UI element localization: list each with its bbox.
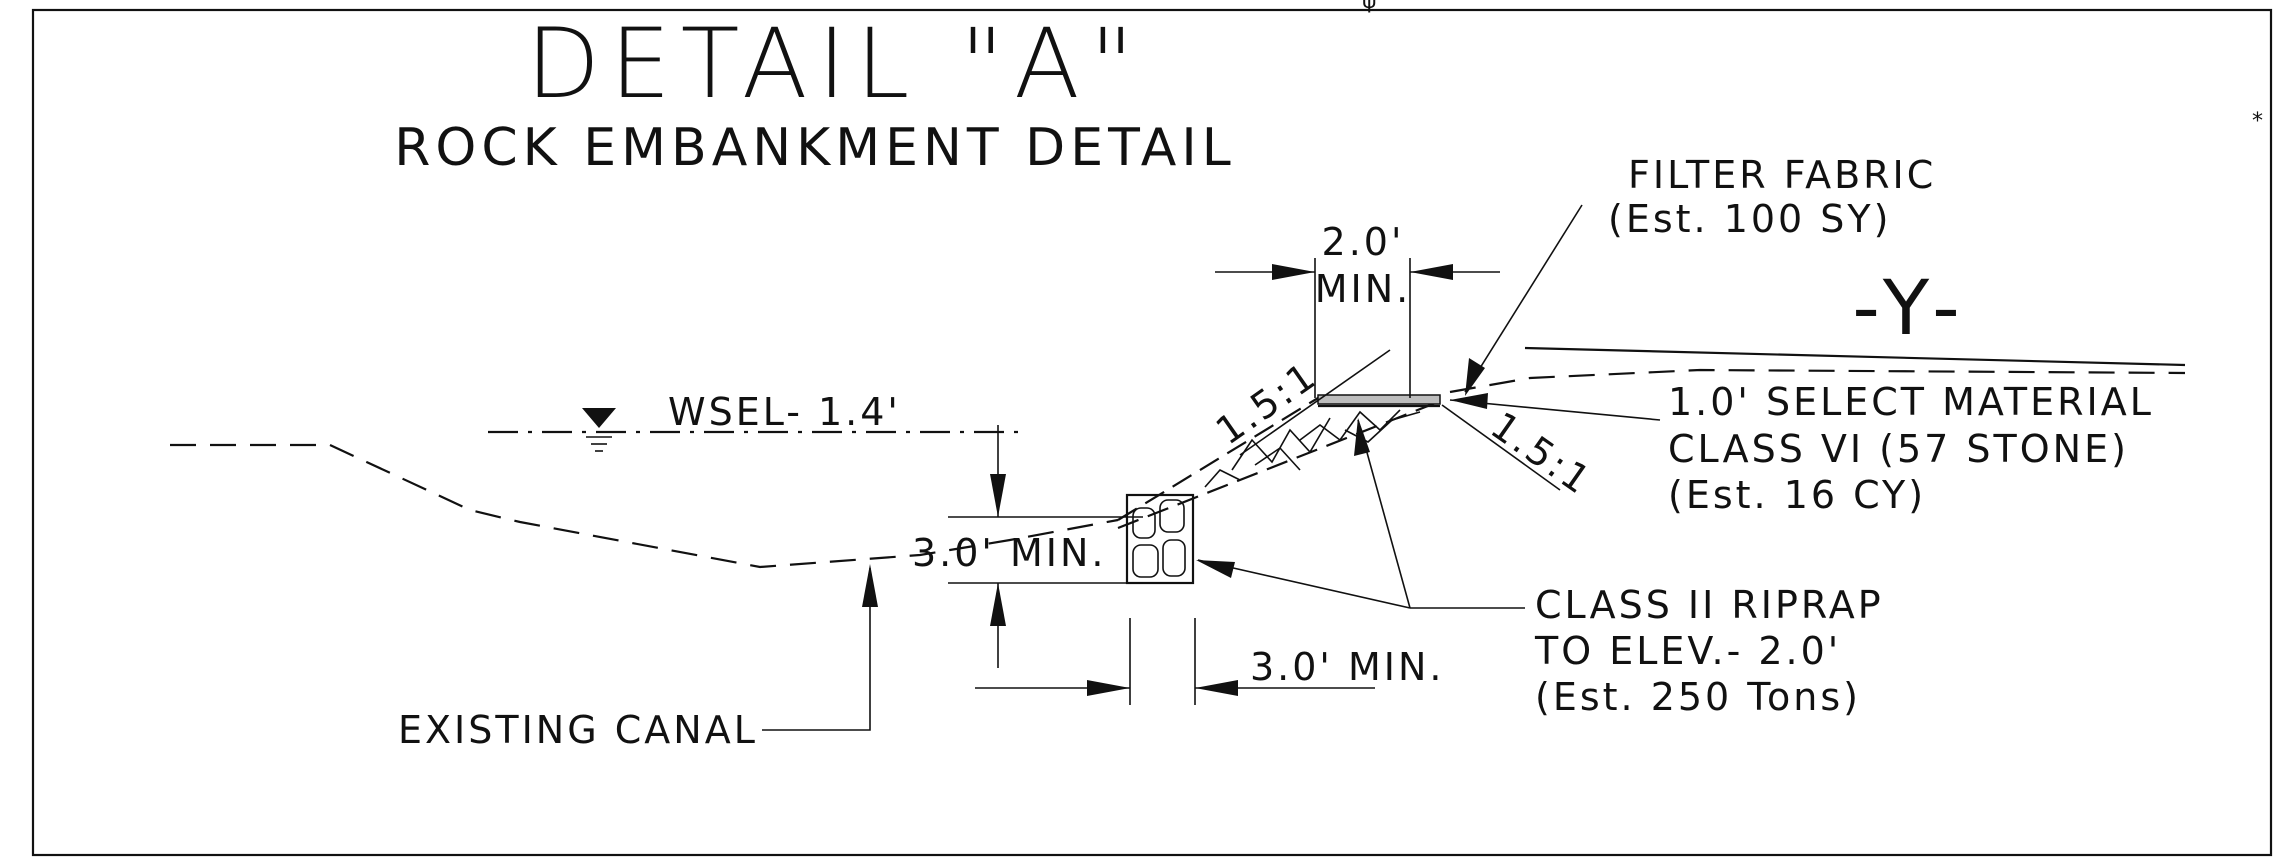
select-material-class: CLASS VI (57 STONE) <box>1668 427 2129 471</box>
toe-width-min-label: 3.0' MIN. <box>1250 645 1444 689</box>
filter-fabric-leader <box>1464 204 1583 393</box>
drawing-border <box>31 8 2273 857</box>
existing-ground-line <box>170 443 1119 569</box>
riprap-toe-block <box>1125 493 1195 585</box>
slope-right-label: 1.5:1 <box>1483 403 1600 504</box>
wsel-label: WSEL- 1.4' <box>668 390 901 434</box>
top-width-arrow-left <box>1272 264 1315 280</box>
toe-width-arrow-left <box>1087 680 1130 696</box>
riprap-class-label: CLASS II RIPRAP <box>1535 583 1884 627</box>
embankment-left-slope <box>1117 397 1319 521</box>
stray-mark-right: * <box>2252 109 2263 134</box>
select-material-arrow <box>1450 393 1488 409</box>
depth-min-label: 3.0' MIN. <box>912 531 1106 575</box>
roadway-surface-line <box>1524 346 2186 367</box>
slope-left-label: 1.5:1 <box>1208 353 1325 454</box>
riprap-stones <box>1132 499 1186 578</box>
stray-mark-top: ψ <box>1362 0 1377 14</box>
select-material-top-layer <box>1317 394 1441 405</box>
embankment-right-slope <box>1117 400 1439 530</box>
riprap-elev-label: TO ELEV.- 2.0' <box>1534 629 1841 673</box>
detail-title: DETAIL "A" <box>526 8 1144 120</box>
select-material-qty: (Est. 16 CY) <box>1668 473 1926 517</box>
detail-subtitle: ROCK EMBANKMENT DETAIL <box>394 118 1235 178</box>
filter-fabric-qty: (Est. 100 SY) <box>1608 197 1891 241</box>
riprap-qty-label: (Est. 250 Tons) <box>1535 675 1861 719</box>
existing-canal-label: EXISTING CANAL <box>398 708 758 752</box>
existing-canal-arrow <box>862 564 878 607</box>
existing-canal-leader <box>762 568 871 731</box>
toe-width-arrow-right <box>1195 680 1238 696</box>
riprap-arrow-toe <box>1196 560 1235 578</box>
water-surface-symbol <box>582 408 616 428</box>
select-material-label: 1.0' SELECT MATERIAL <box>1668 380 2154 424</box>
top-width-value: 2.0' <box>1322 220 1405 264</box>
depth-arrow-top <box>990 474 1006 517</box>
baseline-label: -Y- <box>1852 263 1971 352</box>
top-width-arrow-right <box>1410 264 1453 280</box>
top-width-min: MIN. <box>1315 267 1412 311</box>
filter-fabric-arrow <box>1465 358 1485 396</box>
depth-arrow-bottom <box>990 583 1006 626</box>
slope-left-leader <box>1239 349 1391 456</box>
filter-fabric-label: FILTER FABRIC <box>1628 153 1936 197</box>
slope-right-leader <box>1441 404 1561 491</box>
roadway-subgrade-line <box>1449 368 2186 394</box>
riprap-arrow-slope <box>1354 418 1370 456</box>
